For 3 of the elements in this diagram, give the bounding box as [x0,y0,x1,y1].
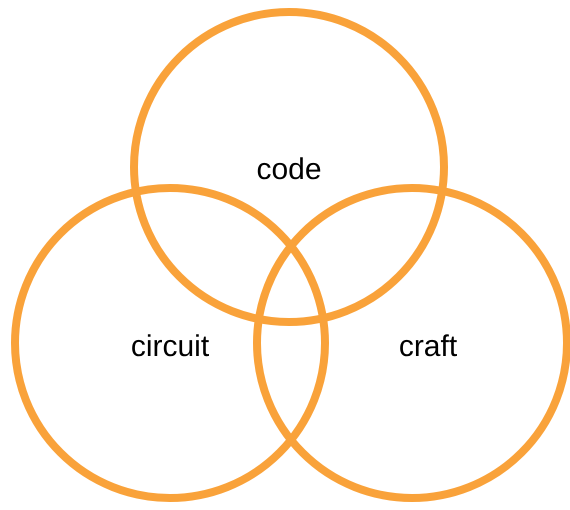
set-label: circuit [130,332,210,362]
set-label: craft [398,332,458,362]
set-label: code [256,155,322,185]
